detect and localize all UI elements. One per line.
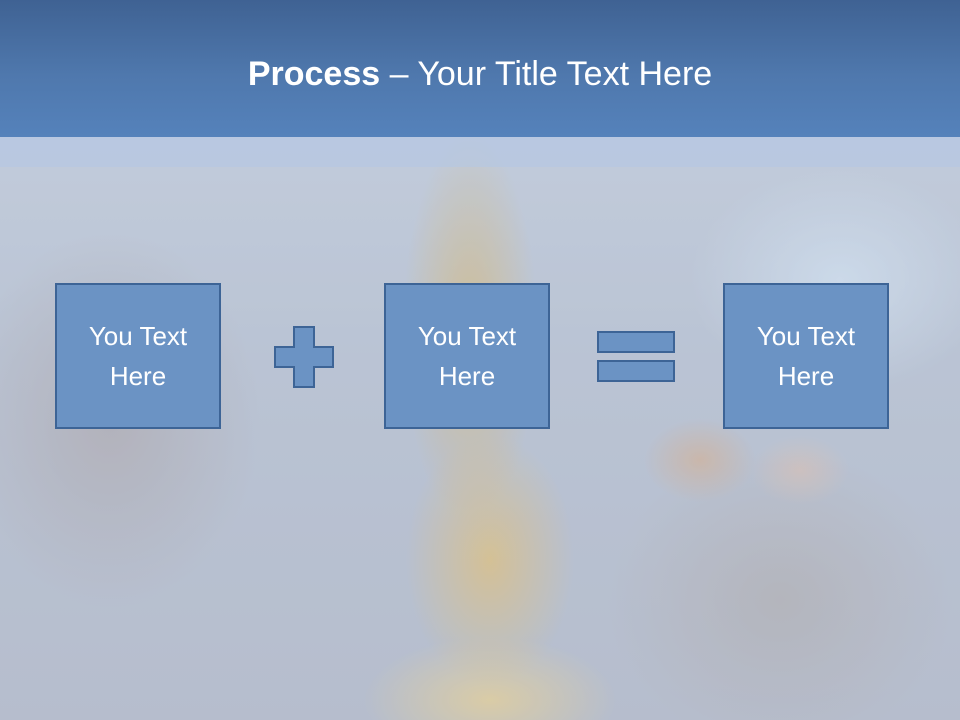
process-box-3-text: You Text Here — [756, 321, 856, 391]
process-box-2[interactable]: You Text Here — [384, 283, 550, 429]
title-bar-band — [0, 137, 960, 167]
equals-icon — [597, 331, 675, 382]
plus-icon — [274, 326, 334, 388]
process-box-3[interactable]: You Text Here — [723, 283, 889, 429]
slide-title-rest: – Your Title Text Here — [380, 55, 713, 93]
process-box-2-text: You Text Here — [417, 321, 517, 391]
slide-title: Process – Your Title Text Here — [0, 52, 960, 96]
process-box-1-text: You Text Here — [88, 321, 188, 391]
process-box-1[interactable]: You Text Here — [55, 283, 221, 429]
title-bar — [0, 0, 960, 137]
slide-title-bold: Process — [247, 55, 381, 93]
